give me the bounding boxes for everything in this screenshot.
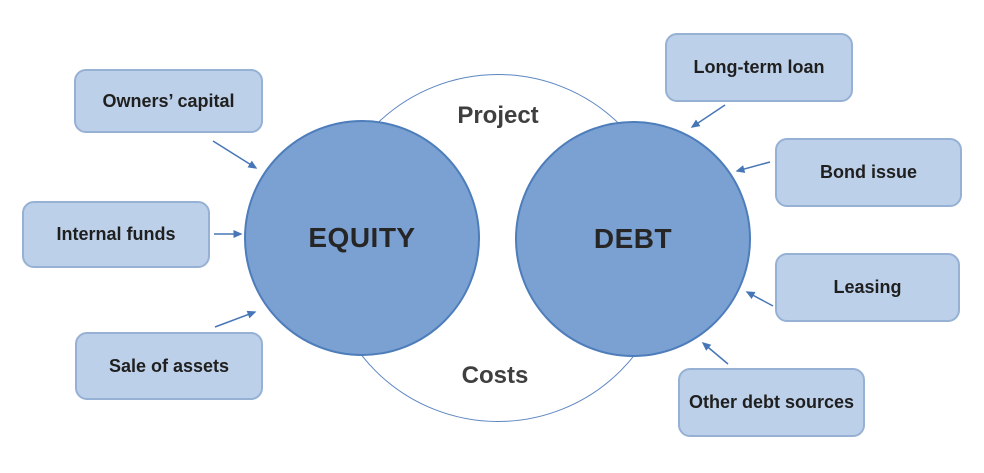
project-label: Project: [457, 102, 539, 129]
arrow-leasing-to-debt: [745, 291, 774, 307]
owners-capital-label: Owners’ capital: [102, 90, 235, 111]
arrow-long-term-loan-to-debt: [690, 104, 726, 128]
arrow-other-debt-sources-to-debt: [701, 342, 729, 365]
arrow-sale-of-assets-to-equity: [214, 310, 257, 328]
leasing-label: Leasing: [833, 277, 902, 297]
other-debt-sources-box: Other debt sources: [678, 368, 865, 437]
arrow-owners-capital-to-equity: [212, 140, 258, 169]
sale-of-assets-box: Sale of assets: [75, 332, 263, 400]
owners-capital-box: Owners’ capital: [74, 69, 263, 133]
other-debt-sources-label: Other debt sources: [688, 392, 855, 412]
internal-funds-label: Internal funds: [56, 224, 176, 244]
equity-label: EQUITY: [308, 222, 416, 253]
costs-label: Costs: [461, 362, 529, 389]
bond-issue-label: Bond issue: [819, 162, 917, 182]
long-term-loan-label: Long-term loan: [693, 57, 825, 77]
bond-issue-box: Bond issue: [775, 138, 962, 207]
sale-of-assets-label: Sale of assets: [108, 355, 230, 376]
long-term-loan-box: Long-term loan: [665, 33, 853, 102]
debt-circle: DEBT: [515, 121, 751, 357]
internal-funds-box: Internal funds: [22, 201, 210, 268]
equity-circle: EQUITY: [244, 120, 480, 356]
debt-label: DEBT: [593, 223, 673, 254]
leasing-box: Leasing: [775, 253, 960, 322]
arrow-bond-issue-to-debt: [735, 161, 771, 173]
